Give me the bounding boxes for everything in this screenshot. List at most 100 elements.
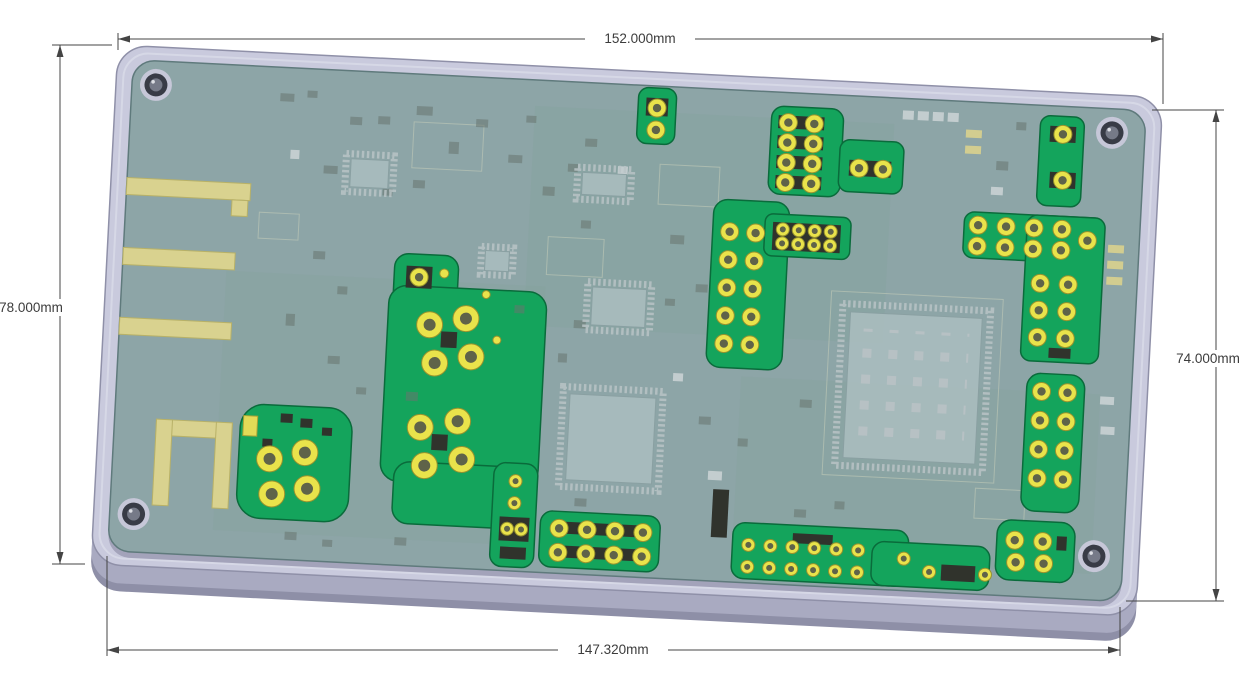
pad [778, 112, 799, 133]
pad [1052, 219, 1072, 240]
dimension-left: 78.000mm [0, 44, 112, 565]
dimension-bottom-label: 147.320mm [577, 642, 648, 657]
pcb-antenna-trace [118, 177, 252, 510]
pad [804, 113, 825, 134]
pad [807, 223, 823, 239]
silkscreen-outlines [257, 121, 1026, 522]
pad [1033, 553, 1054, 574]
pad [508, 473, 523, 489]
pad [1022, 239, 1043, 259]
label-mask [585, 31, 695, 47]
pad [1031, 381, 1052, 402]
pad [647, 98, 667, 118]
dimension-top: 152.000mm [117, 31, 1164, 104]
antenna-bar [122, 246, 236, 271]
pad [1004, 530, 1025, 551]
pad [1058, 274, 1079, 295]
island-top-right-strip [1035, 114, 1086, 208]
island-center-large [379, 252, 548, 569]
pad [577, 519, 597, 540]
pad [645, 120, 666, 140]
pad [739, 334, 760, 355]
island-top-small [635, 86, 678, 146]
label-mask [1173, 350, 1243, 367]
pad [1057, 382, 1078, 403]
pad [777, 132, 798, 153]
dimension-right-label: 74.000mm [1176, 351, 1240, 366]
island-bottom-right-small [994, 519, 1076, 584]
pad [801, 173, 822, 194]
antenna-bar [118, 316, 233, 341]
pad [632, 522, 653, 543]
pad [742, 278, 763, 299]
antenna-u-right [211, 421, 233, 510]
ic-qfp-mid [581, 278, 656, 337]
pad [822, 238, 838, 254]
pad [409, 267, 430, 288]
dimension-bottom: 147.320mm [106, 556, 1121, 658]
test-point [492, 335, 502, 345]
dimension-top-label: 152.000mm [604, 31, 675, 46]
pad [791, 222, 807, 238]
arrowhead [1212, 110, 1220, 122]
ic-qfp-center [554, 382, 667, 495]
pad [873, 159, 893, 180]
island-right-upper [962, 211, 1106, 365]
pad [849, 158, 869, 179]
pad [802, 153, 823, 174]
label-mask [558, 641, 668, 658]
arrowhead [118, 35, 130, 43]
pad [1027, 468, 1047, 489]
ic-qfp-top [572, 163, 636, 206]
island-bottom-center [537, 510, 661, 573]
pad [823, 224, 839, 240]
pad [775, 172, 796, 193]
pad [783, 561, 799, 577]
pad [775, 222, 791, 237]
pad [790, 236, 806, 252]
pad [507, 495, 522, 511]
pad [977, 567, 993, 583]
pad [715, 305, 736, 326]
pad [1056, 301, 1077, 322]
pad [739, 559, 755, 575]
pad [1050, 240, 1071, 261]
smd-components [280, 90, 1125, 548]
pad [1077, 230, 1098, 251]
antenna-stub [230, 199, 249, 218]
pad [806, 540, 822, 556]
pad [827, 563, 843, 579]
island-bottom-left-square [235, 403, 353, 523]
pad [549, 518, 570, 539]
pad [828, 541, 844, 557]
pad [603, 545, 624, 566]
pad [762, 538, 778, 554]
pad [776, 152, 797, 173]
pad [1028, 300, 1049, 321]
pad [996, 216, 1017, 237]
bga-grid [855, 328, 970, 446]
pad [1028, 439, 1049, 460]
pad [995, 237, 1015, 258]
pad [1032, 531, 1053, 552]
dimension-right: 74.000mm [1126, 109, 1243, 602]
pad [1030, 273, 1051, 294]
pad [968, 215, 989, 236]
pad [1054, 440, 1075, 461]
pad [741, 537, 756, 553]
label-mask [0, 299, 62, 316]
pad [499, 521, 515, 537]
pad [575, 543, 596, 564]
pad [774, 236, 790, 251]
pad [716, 277, 737, 298]
pad [806, 237, 822, 253]
pad [850, 543, 866, 558]
pad [713, 333, 734, 354]
plate-lip [98, 52, 1156, 609]
arrowhead [1151, 35, 1163, 43]
pad [741, 306, 762, 327]
ic-qfp-large-right [830, 299, 995, 477]
pad [605, 521, 625, 542]
pad [967, 236, 987, 257]
